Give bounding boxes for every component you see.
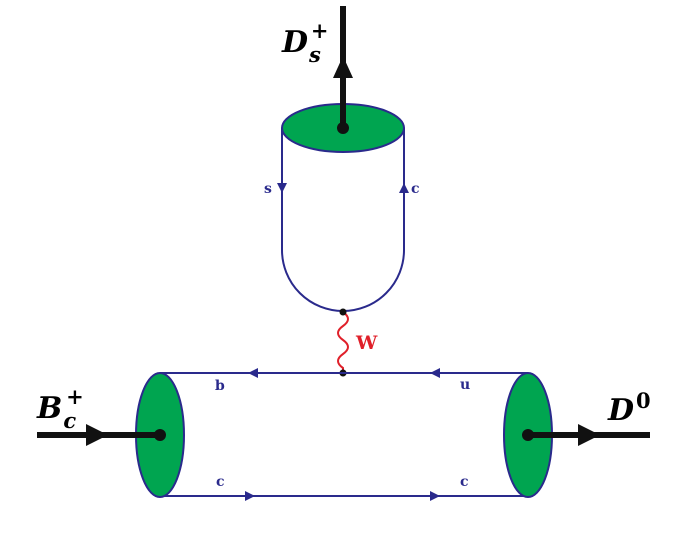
ds-direction-arrow	[333, 56, 353, 78]
d0-direction-arrow	[578, 424, 600, 446]
c-quark-arrow-loop	[399, 183, 409, 193]
s-quark-arrow	[277, 183, 287, 193]
w-upper-vertex	[339, 308, 347, 316]
loop-left-quark-label: s	[264, 181, 272, 197]
bc-direction-arrow	[86, 424, 108, 446]
ds-quark-loop	[281, 128, 405, 312]
b-quark-arrow	[248, 368, 258, 378]
top-left-quark-label: b	[215, 378, 225, 394]
bottom-right-quark-label: c	[460, 474, 469, 490]
c-quark-arrow-right	[430, 491, 440, 501]
w-boson-line	[337, 311, 349, 372]
top-right-quark-label: u	[460, 377, 470, 393]
d0-meson-label: D0	[607, 388, 651, 428]
w-boson-label: W	[355, 332, 378, 354]
loop-right-quark-label: c	[411, 181, 420, 197]
bc-vertex-dot	[154, 429, 166, 441]
bottom-left-quark-label: c	[216, 474, 225, 490]
u-quark-arrow	[430, 368, 440, 378]
ds-vertex-dot	[337, 122, 349, 134]
c-quark-arrow-left	[245, 491, 255, 501]
d0-vertex-dot	[522, 429, 534, 441]
ds-meson-label: Ds+	[281, 18, 328, 67]
bc-meson-label: Bc+	[36, 384, 84, 433]
